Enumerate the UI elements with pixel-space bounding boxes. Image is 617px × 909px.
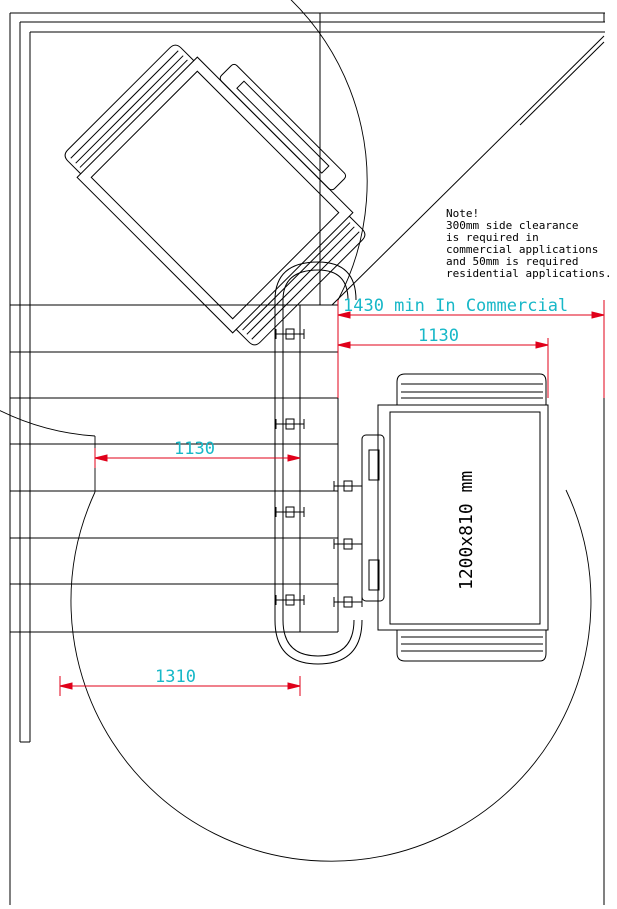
- room-walls: [9, 12, 605, 905]
- platform-upper: [64, 44, 366, 346]
- clearance-note: Note! 300mm side clearance is required i…: [446, 207, 612, 280]
- note-line: is required in: [446, 231, 539, 244]
- dimension-lines: [59, 311, 605, 690]
- rail-brackets: [275, 328, 363, 608]
- note-heading: Note!: [446, 207, 479, 220]
- dim-bottom-run: 1310: [155, 667, 196, 687]
- note-line: residential applications.: [446, 267, 612, 280]
- platform-lower: [361, 373, 549, 662]
- landing-diagonal-wall: [331, 35, 605, 306]
- note-line: 300mm side clearance: [446, 219, 578, 232]
- dimension-extension-lines: [59, 300, 605, 696]
- dim-platform-width-top: 1130: [418, 326, 459, 346]
- rail-track: [274, 261, 363, 665]
- platform-size-label: 1200x810 mm: [456, 471, 477, 590]
- note-line: commercial applications: [446, 243, 598, 256]
- note-line: and 50mm is required: [446, 255, 578, 268]
- dim-platform-width-left: 1130: [174, 439, 215, 459]
- dim-commercial-min: 1430 min In Commercial: [343, 296, 568, 316]
- stair-treads: [10, 304, 339, 633]
